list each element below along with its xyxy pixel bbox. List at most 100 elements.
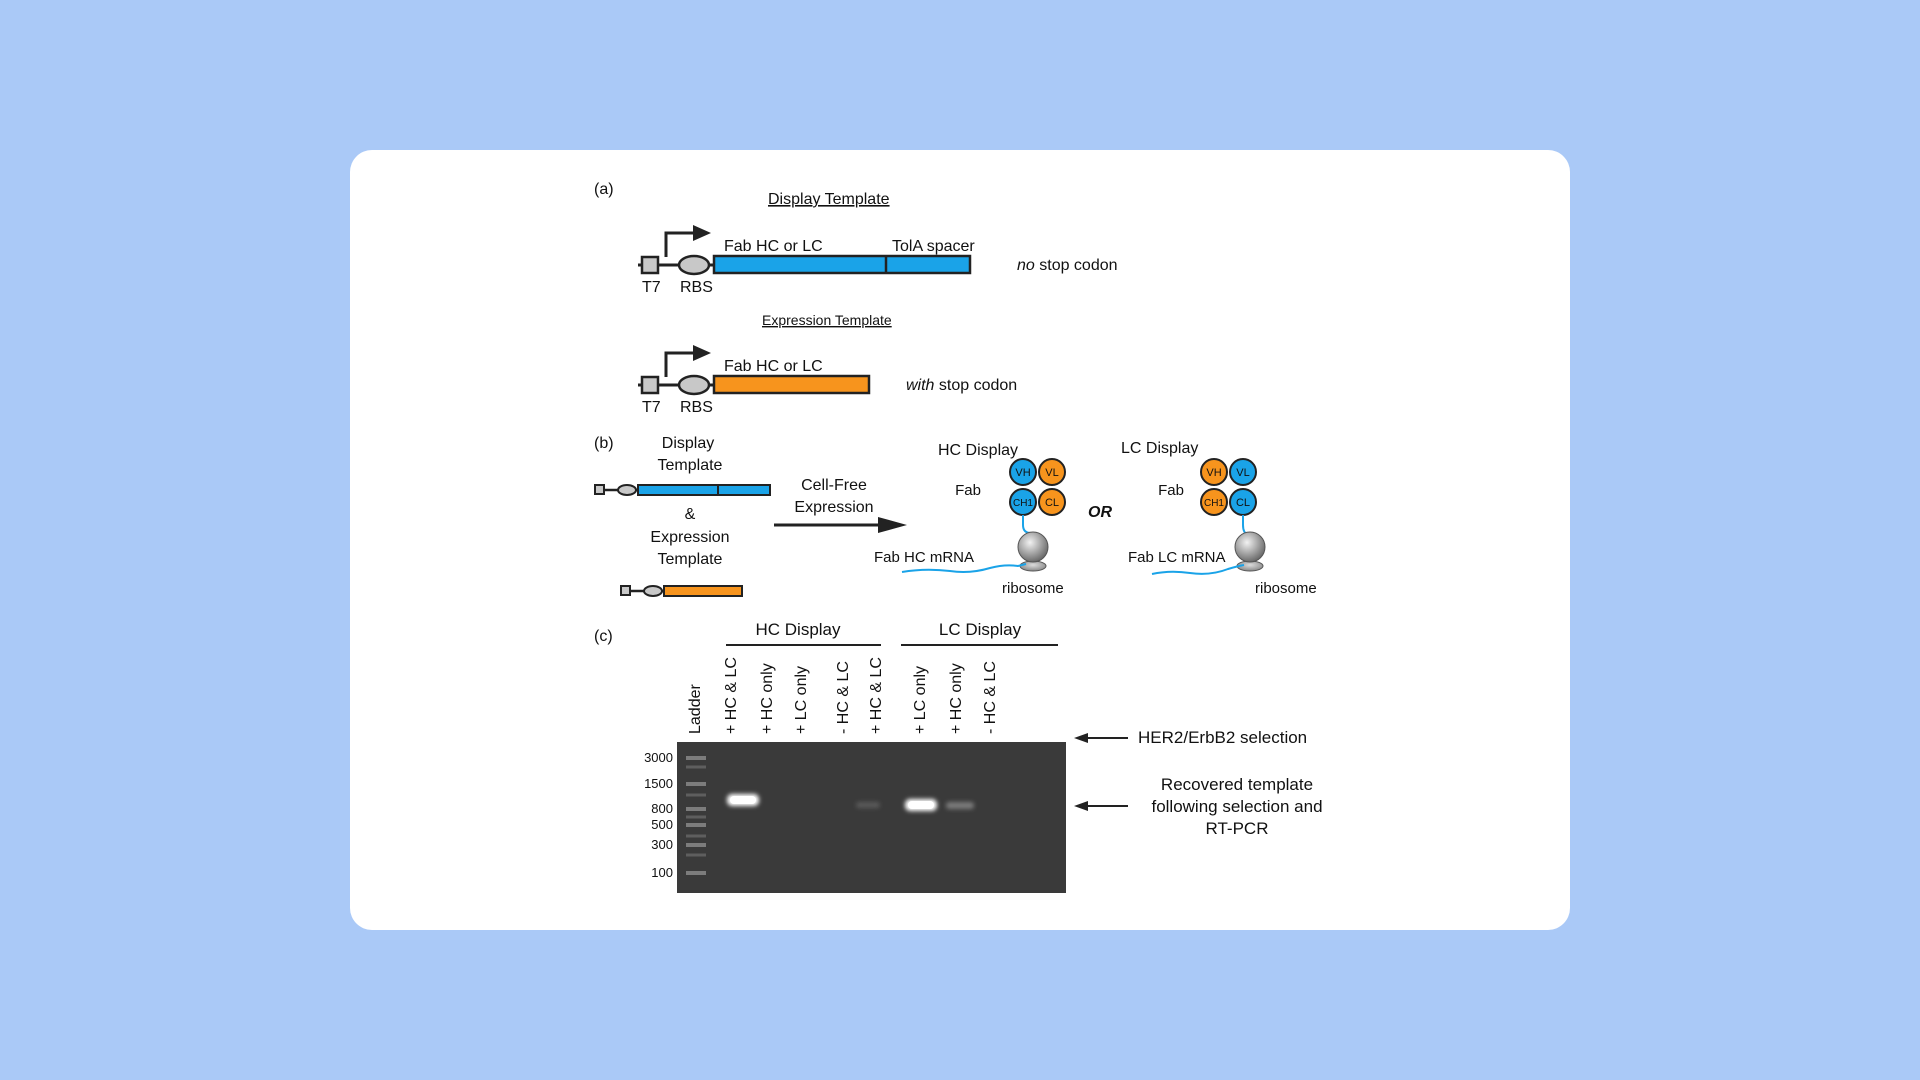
lane-labels: Ladder+ HC & LC+ HC only+ LC only- HC & … xyxy=(687,657,999,734)
no-stop-codon: no stop codon xyxy=(1017,257,1118,274)
rbs-ellipse xyxy=(677,254,711,276)
expression-template-title: Expression Template xyxy=(762,312,892,328)
sample-bands xyxy=(727,794,974,811)
ladder-band xyxy=(686,853,706,857)
mini-display-construct xyxy=(594,484,771,496)
rbs-label: RBS xyxy=(680,279,713,296)
ladder-size-label: 800 xyxy=(651,801,673,816)
fab-label-hc: Fab xyxy=(955,482,981,499)
cell-free-line1: Cell-Free xyxy=(801,477,867,494)
expression-template-line1: Expression xyxy=(650,529,729,546)
panel-a-label: (a) xyxy=(594,181,614,198)
lane-label: + LC only xyxy=(912,666,929,734)
band-hc-display-positive-core xyxy=(730,796,756,804)
ladder-band xyxy=(686,765,706,769)
svg-text:CH1: CH1 xyxy=(1204,498,1224,509)
expression-template-line2: Template xyxy=(658,551,723,568)
cell-free-line2: Expression xyxy=(794,499,873,516)
group-hc-display: HC Display xyxy=(755,620,841,639)
panel-b-label: (b) xyxy=(594,435,614,452)
lc-mrna-strand xyxy=(1151,564,1245,575)
or-label: OR xyxy=(1088,504,1112,521)
ladder-band xyxy=(686,843,706,847)
selection-label: HER2/ErbB2 selection xyxy=(1138,728,1307,747)
hc-fab-complex: VH VL CH1 CL xyxy=(901,458,1066,573)
ladder-band xyxy=(686,834,706,838)
ladder-size-label: 500 xyxy=(651,817,673,832)
ladder-band xyxy=(686,756,706,760)
svg-text:VH: VH xyxy=(1015,467,1030,479)
ladder-size-label: 100 xyxy=(651,865,673,880)
fab-label: Fab HC or LC xyxy=(724,358,823,375)
svg-text:CL: CL xyxy=(1236,497,1250,509)
ribosome-icon xyxy=(1234,531,1266,563)
t7-label: T7 xyxy=(642,399,661,416)
lc-fab-complex: VH VL CH1 CL xyxy=(1151,458,1266,575)
selection-arrow-icon xyxy=(1074,733,1088,743)
ladder-band xyxy=(686,807,706,811)
gel-image xyxy=(677,742,1066,893)
fab-label: Fab HC or LC xyxy=(724,238,823,255)
svg-text:VL: VL xyxy=(1236,467,1249,479)
ladder-band xyxy=(686,793,706,797)
promoter-arrow-icon xyxy=(693,345,711,361)
ladder-band xyxy=(686,815,706,819)
rbs-label: RBS xyxy=(680,399,713,416)
hc-mrna-strand xyxy=(901,563,1027,573)
spacer-label: TolA spacer xyxy=(892,238,975,255)
svg-text:CH1: CH1 xyxy=(1013,498,1033,509)
display-template-title: Display Template xyxy=(768,191,890,208)
ladder-size-label: 3000 xyxy=(644,750,673,765)
lc-mrna-label: Fab LC mRNA xyxy=(1128,549,1226,566)
hc-display-title: HC Display xyxy=(938,442,1018,459)
process-arrow-icon xyxy=(878,517,907,533)
expression-construct xyxy=(638,345,871,396)
ladder-band xyxy=(686,782,706,786)
fab-label-lc: Fab xyxy=(1158,482,1184,499)
svg-text:VL: VL xyxy=(1045,467,1058,479)
fab-segment-blue xyxy=(712,254,972,275)
lane-label: + HC & LC xyxy=(723,657,740,734)
t7-label: T7 xyxy=(642,279,661,296)
recovered-line1: Recovered template xyxy=(1161,775,1313,794)
recovered-line2: following selection and xyxy=(1151,797,1322,816)
display-template-line2: Template xyxy=(658,457,723,474)
rbs-ellipse xyxy=(677,374,711,396)
band-lc-only-faint xyxy=(946,802,974,809)
svg-text:VH: VH xyxy=(1206,467,1221,479)
band-lc-display-positive-core xyxy=(908,801,934,809)
promoter-arrow-icon xyxy=(693,225,711,241)
ladder-band xyxy=(686,823,706,827)
with-stop-codon: with stop codon xyxy=(906,377,1017,394)
ladder-size-label: 1500 xyxy=(644,776,673,791)
recovered-arrow-icon xyxy=(1074,801,1088,811)
ladder-band xyxy=(686,871,706,875)
lane-label: + HC only xyxy=(948,663,965,734)
display-template-line1: Display xyxy=(662,435,714,452)
t7-promoter-box xyxy=(640,255,660,275)
lane-label: + HC only xyxy=(759,663,776,734)
lane-label: - HC & LC xyxy=(835,661,852,734)
figure-card: (a) Display Template Fab HC or LC TolA s… xyxy=(350,150,1570,930)
ribosome-label-hc: ribosome xyxy=(1002,580,1064,597)
hc-mrna-label: Fab HC mRNA xyxy=(874,549,974,566)
band-negative-faint xyxy=(856,802,880,808)
lc-display-title: LC Display xyxy=(1121,440,1198,457)
ribosome-icon xyxy=(1017,531,1049,563)
panel-c-label: (c) xyxy=(594,628,613,645)
svg-text:CL: CL xyxy=(1045,497,1059,509)
fab-segment-orange xyxy=(712,374,871,395)
lane-label: + HC & LC xyxy=(868,657,885,734)
mini-expression-construct xyxy=(620,585,743,597)
ladder-bands xyxy=(686,756,706,875)
t7-promoter-box xyxy=(640,375,660,395)
lane-label: - HC & LC xyxy=(982,661,999,734)
lane-label: + LC only xyxy=(793,666,810,734)
display-construct xyxy=(638,225,972,276)
group-lc-display: LC Display xyxy=(939,620,1022,639)
ampersand: & xyxy=(685,506,696,523)
ribosome-label-lc: ribosome xyxy=(1255,580,1317,597)
recovered-line3: RT-PCR xyxy=(1206,819,1269,838)
ladder-size-label: 300 xyxy=(651,837,673,852)
